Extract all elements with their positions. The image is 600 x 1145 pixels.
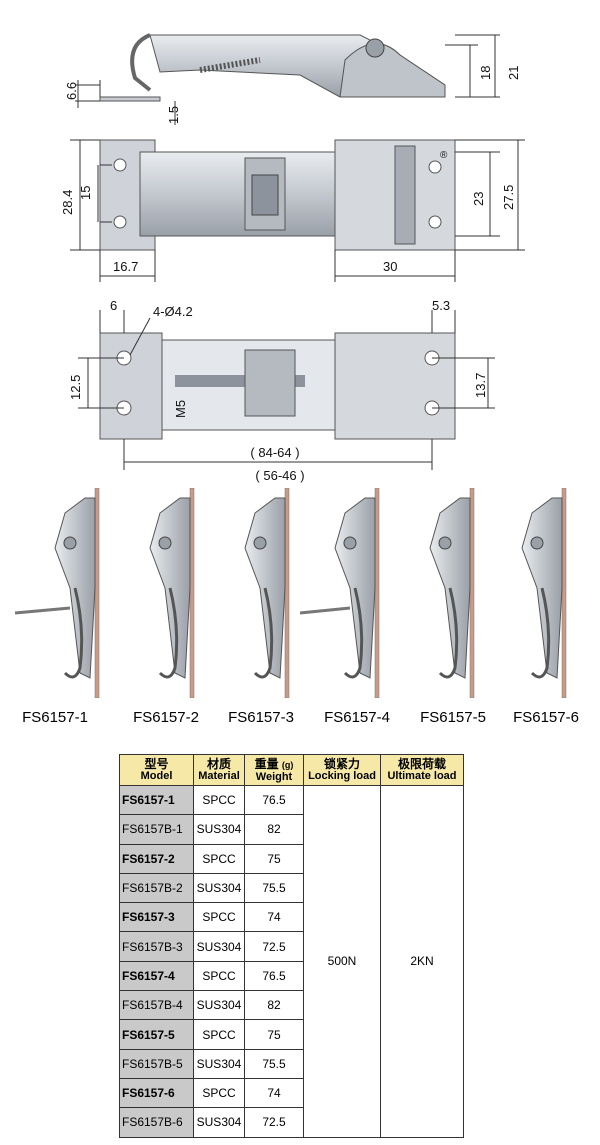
bottom-view-drawing bbox=[78, 310, 495, 470]
table-header-row: 型号 Model 材质 Material 重量 (g) Weight 锁紧力 L… bbox=[119, 754, 464, 786]
cell-model: FS6157-1 bbox=[119, 784, 194, 816]
cell-material: SUS304 bbox=[193, 872, 245, 904]
variant-label-4: FS6157-4 bbox=[324, 709, 390, 726]
cell-weight: 75 bbox=[244, 1019, 304, 1050]
cell-model: FS6157-5 bbox=[119, 1019, 194, 1050]
dim-bottom-hole-diameter: 4-Ø4.2 bbox=[153, 304, 193, 319]
dim-bottom-5-3: 5.3 bbox=[432, 298, 450, 313]
cell-material: SPCC bbox=[193, 902, 245, 933]
cell-material: SUS304 bbox=[193, 1048, 245, 1079]
top-view-drawing bbox=[70, 139, 525, 282]
variant-label-5: FS6157-5 bbox=[420, 709, 486, 726]
cell-model: FS6157-6 bbox=[119, 1077, 194, 1109]
cell-weight: 82 bbox=[244, 814, 304, 845]
cell-weight: 75 bbox=[244, 843, 304, 874]
dim-top-23: 23 bbox=[471, 192, 486, 206]
cell-model: FS6157-3 bbox=[119, 902, 194, 933]
header-locking-load: 锁紧力 Locking load bbox=[303, 754, 381, 786]
header-material: 材质 Material bbox=[193, 754, 245, 786]
cell-weight: 76.5 bbox=[244, 960, 304, 992]
dim-bottom-m5: M5 bbox=[173, 400, 188, 418]
cell-material: SPCC bbox=[193, 1077, 245, 1109]
cell-model: FS6157B-3 bbox=[119, 931, 194, 962]
dim-top-15: 15 bbox=[78, 186, 93, 200]
variant-label-3: FS6157-3 bbox=[228, 709, 294, 726]
cell-material: SPCC bbox=[193, 960, 245, 992]
variant-label-1: FS6157-1 bbox=[22, 709, 88, 726]
variant-drawing-3 bbox=[243, 488, 291, 698]
technical-drawing: 6.6 1.5 18 21 28.4 15 16.7 30 23 bbox=[60, 33, 525, 483]
dim-top-30: 30 bbox=[383, 259, 397, 274]
cell-model: FS6157B-2 bbox=[119, 872, 194, 904]
dim-side-18: 18 bbox=[478, 66, 493, 80]
cell-model: FS6157-4 bbox=[119, 960, 194, 992]
cell-weight: 75.5 bbox=[244, 872, 304, 904]
cell-material: SUS304 bbox=[193, 931, 245, 962]
cell-material: SUS304 bbox=[193, 814, 245, 845]
cell-model: FS6157B-5 bbox=[119, 1048, 194, 1079]
cell-weight: 82 bbox=[244, 990, 304, 1021]
cell-material: SPCC bbox=[193, 843, 245, 874]
dim-top-28-4: 28.4 bbox=[60, 190, 75, 215]
dim-top-16-7: 16.7 bbox=[113, 259, 138, 274]
cell-material: SPCC bbox=[193, 784, 245, 816]
header-ultimate-load: 极限荷载 Ultimate load bbox=[380, 754, 464, 786]
variant-label-2: FS6157-2 bbox=[133, 709, 199, 726]
variant-drawing-4 bbox=[299, 488, 381, 698]
cell-model: FS6157B-1 bbox=[119, 814, 194, 845]
cell-locking-load: 500N bbox=[303, 785, 381, 1138]
variant-drawing-5 bbox=[428, 488, 476, 698]
dim-bottom-12-5: 12.5 bbox=[68, 375, 83, 400]
cell-weight: 72.5 bbox=[244, 931, 304, 962]
variant-drawings bbox=[14, 488, 568, 698]
dim-bottom-length-1: ( 84-64 ) bbox=[250, 445, 299, 460]
cell-material: SPCC bbox=[193, 1019, 245, 1050]
cell-model: FS6157B-6 bbox=[119, 1107, 194, 1138]
variant-drawing-2 bbox=[148, 488, 196, 698]
variant-drawing-6 bbox=[520, 488, 568, 698]
cell-weight: 76.5 bbox=[244, 784, 304, 816]
variant-drawing-1 bbox=[14, 488, 101, 698]
dim-bottom-13-7: 13.7 bbox=[473, 373, 488, 398]
cell-model: FS6157-2 bbox=[119, 843, 194, 874]
cell-weight: 72.5 bbox=[244, 1107, 304, 1138]
spec-table: 型号 Model 材质 Material 重量 (g) Weight 锁紧力 L… bbox=[119, 754, 464, 1138]
registered-mark: ® bbox=[440, 150, 448, 161]
dim-side-6-6: 6.6 bbox=[64, 82, 79, 100]
side-view-drawing bbox=[75, 33, 500, 125]
dim-side-1-5: 1.5 bbox=[166, 106, 181, 124]
cell-material: SUS304 bbox=[193, 1107, 245, 1138]
cell-material: SUS304 bbox=[193, 990, 245, 1021]
cell-model: FS6157B-4 bbox=[119, 990, 194, 1021]
header-weight: 重量 (g) Weight bbox=[244, 754, 304, 786]
dim-bottom-length-2: ( 56-46 ) bbox=[255, 468, 304, 483]
header-model: 型号 Model bbox=[119, 754, 194, 786]
variant-label-6: FS6157-6 bbox=[513, 709, 579, 726]
dim-side-21: 21 bbox=[506, 66, 521, 80]
cell-weight: 74 bbox=[244, 902, 304, 933]
dim-top-27-5: 27.5 bbox=[501, 185, 516, 210]
cell-weight: 74 bbox=[244, 1077, 304, 1109]
dim-bottom-6: 6 bbox=[110, 298, 117, 313]
cell-weight: 75.5 bbox=[244, 1048, 304, 1079]
cell-ultimate-load: 2KN bbox=[380, 785, 464, 1138]
